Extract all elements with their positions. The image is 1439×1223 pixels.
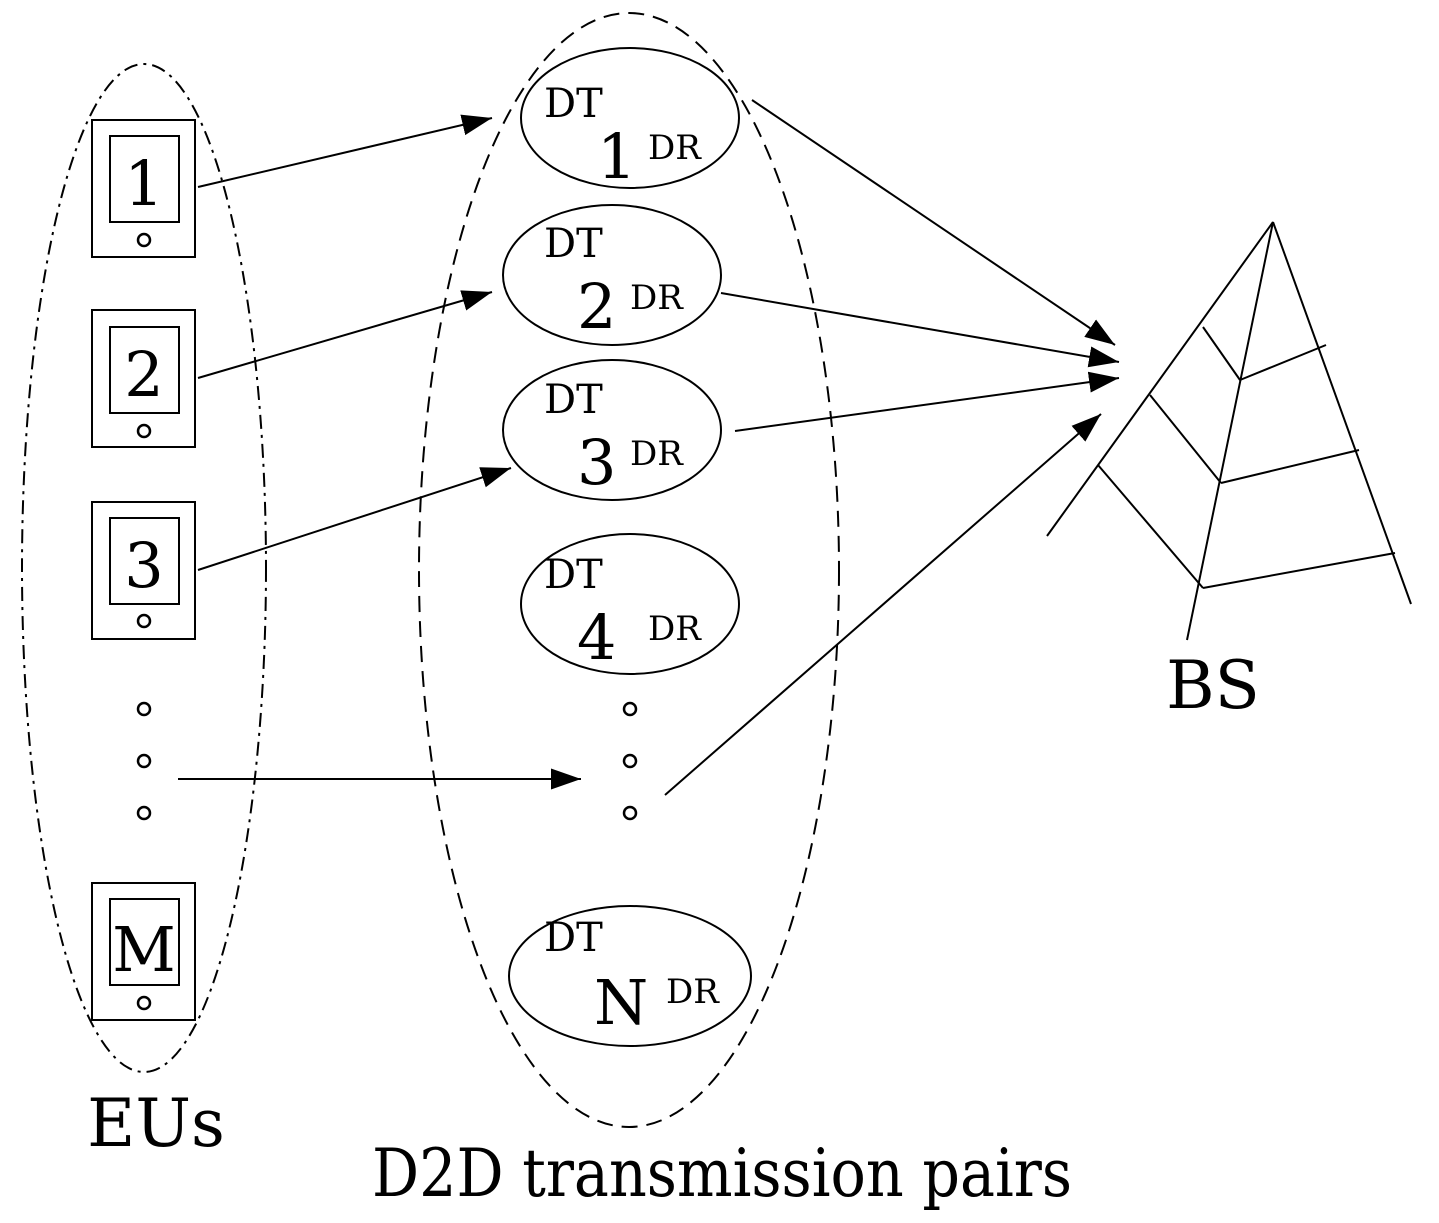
pair-2-num: 2 [577, 270, 616, 343]
eu-device-m-label: M [112, 913, 175, 986]
arrow-pair1-to-bs [751, 99, 1116, 346]
eu-device-3: 3 [91, 501, 196, 640]
d2d-pair-3: DT 3 DR [502, 359, 722, 501]
d2d-pair-4: DT 4 DR [520, 533, 740, 675]
pair-3-dr: DR [630, 434, 684, 474]
pair-to-bs-arrows [664, 99, 1120, 796]
arrow-eu2-to-pair2 [197, 290, 493, 379]
pair-n-num: N [594, 966, 648, 1039]
pair-n-dt: DT [544, 915, 603, 961]
eu-device-3-label: 3 [124, 529, 163, 602]
pair-4-num: 4 [577, 601, 616, 674]
arrow-eu3-to-pair3 [197, 467, 512, 571]
arrow-eu1-to-pair1 [197, 114, 493, 188]
eu-device-2-label: 2 [124, 338, 163, 411]
pair-3-num: 3 [577, 426, 616, 499]
pairs-label: D2D transmission pairs [372, 1135, 1072, 1212]
eu-to-pair-arrows [178, 114, 581, 790]
arrow-pair3-to-bs [734, 371, 1120, 432]
d2d-pair-2: DT 2 DR [502, 204, 722, 346]
pair-1-dt: DT [544, 81, 603, 127]
pairs-group-boundary [418, 12, 840, 1128]
eu-device-1: 1 [91, 119, 196, 258]
d2d-pair-n: DT N DR [508, 905, 752, 1047]
pair-2-dr: DR [630, 278, 684, 318]
bs-label: BS [1166, 647, 1260, 724]
d2d-pair-1: DT 1 DR [520, 47, 740, 193]
arrow-pair2-to-bs [720, 292, 1120, 368]
pair-2-dt: DT [544, 221, 603, 267]
pair-3-dt: DT [544, 377, 603, 423]
eu-device-2: 2 [91, 309, 196, 448]
eus-label: EUs [87, 1085, 225, 1162]
eus-group-boundary [21, 63, 267, 1073]
pair-n-dr: DR [666, 972, 720, 1012]
eu-device-m: M [91, 882, 196, 1021]
eu-device-1-label: 1 [124, 147, 163, 220]
pair-ellipsis-dots [622, 701, 638, 821]
arrow-pairdots-to-bs [664, 413, 1102, 796]
base-station-icon [1046, 221, 1412, 641]
pair-1-dr: DR [648, 128, 702, 168]
eu-ellipsis-dots [136, 701, 152, 821]
pair-4-dt: DT [544, 552, 603, 598]
pair-4-dr: DR [648, 609, 702, 649]
pair-1-num: 1 [597, 120, 636, 193]
